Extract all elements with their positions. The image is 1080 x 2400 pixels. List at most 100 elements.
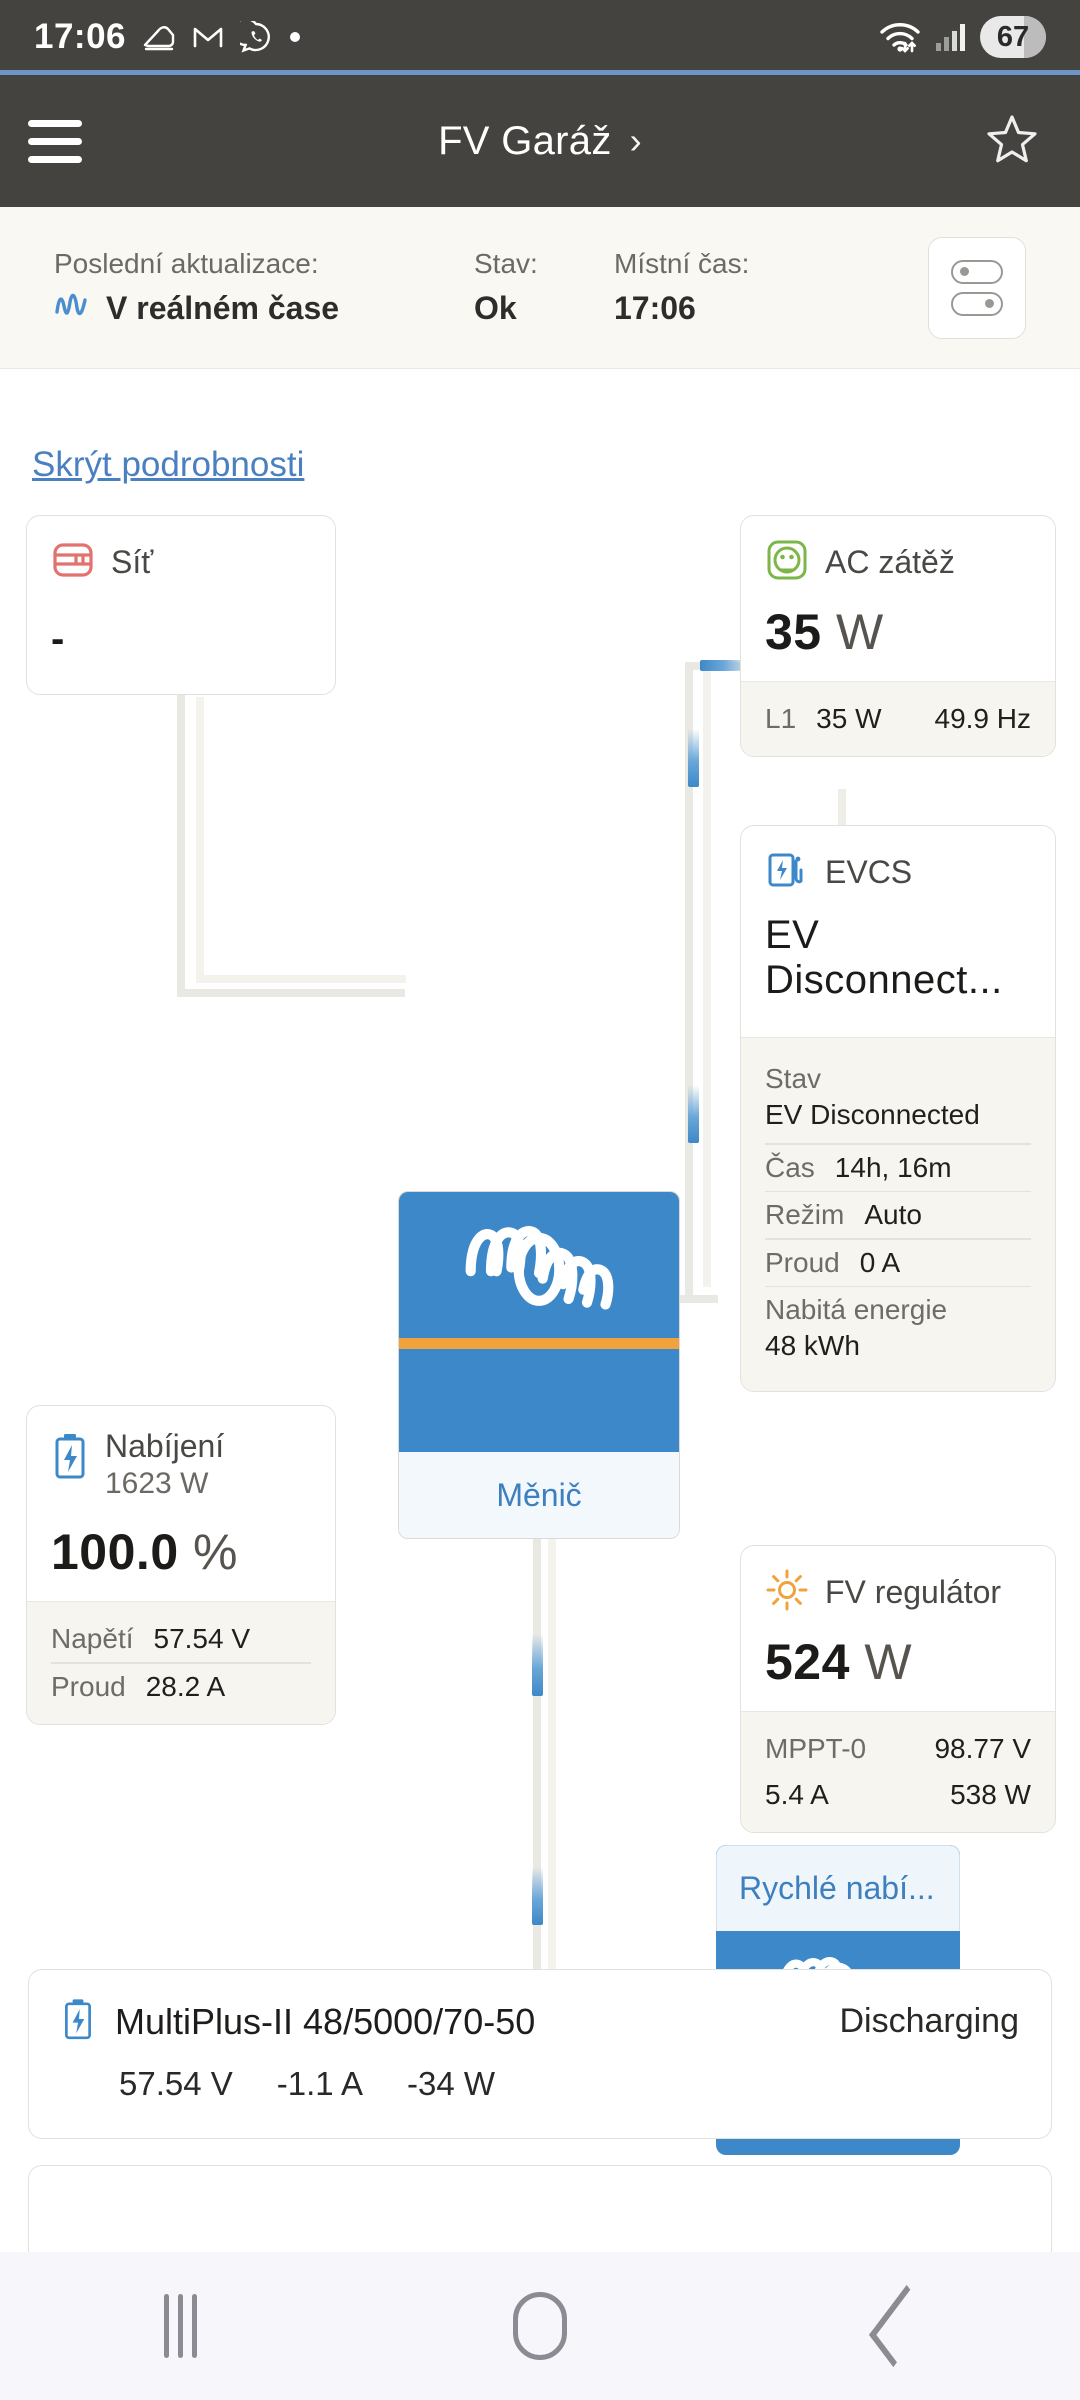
flow-dash-ac-low	[688, 1085, 699, 1143]
card-evcs-title: EVCS	[825, 854, 913, 890]
wifi-icon	[878, 19, 922, 55]
grid-icon	[51, 538, 95, 587]
divider	[51, 1662, 311, 1664]
card-ac-header: AC zátěž	[765, 538, 1031, 587]
evcs-cas-value: 14h, 16m	[834, 1151, 952, 1183]
main-content: Skrýt podrobnosti	[0, 369, 1080, 2285]
card-battery-value: 100.0	[51, 1524, 179, 1580]
device-name: MultiPlus-II 48/5000/70-50	[115, 2000, 536, 2042]
device-power: -34 W	[407, 2065, 496, 2102]
shoe-icon	[142, 22, 176, 52]
card-ac-unit: W	[836, 604, 884, 660]
victron-logo-icon	[465, 1226, 614, 1310]
battery-status-badge: 67	[980, 16, 1046, 58]
battery-voltage-value: 57.54 V	[153, 1623, 251, 1654]
wire-grid-down	[177, 695, 185, 997]
evcs-cas-label: Čas	[765, 1151, 815, 1183]
card-grid-value: -	[51, 617, 65, 661]
card-pv-unit: W	[864, 1634, 913, 1690]
device-current: -1.1 A	[276, 2065, 363, 2102]
card-grid[interactable]: Síť -	[26, 515, 336, 695]
status-clock: 17:06	[34, 17, 127, 56]
status-bar-right: 67	[878, 16, 1046, 58]
card-grid-body: Síť -	[27, 516, 335, 682]
switches-icon[interactable]	[928, 236, 1026, 339]
card-grid-header: Síť	[51, 538, 311, 587]
card-battery-subtitle: 1623 W	[105, 1467, 209, 1500]
wire-evcs-stub	[838, 789, 846, 829]
device-voltage: 57.54 V	[119, 2065, 233, 2102]
card-battery-unit: %	[193, 1524, 238, 1580]
cellular-signal-icon	[934, 21, 968, 53]
info-columns: Poslední aktualizace: V reálném čase Sta…	[54, 248, 814, 328]
energy-flow-diagram: Síť -	[0, 369, 1080, 2155]
card-ac-title: AC zátěž	[825, 544, 955, 580]
battery-percent: 67	[996, 20, 1030, 53]
state-value: Ok	[474, 289, 517, 326]
card-ac-load[interactable]: AC zátěž 35 W L1 35 W 49.9 Hz	[740, 515, 1056, 757]
evcs-rezim-label: Režim	[765, 1199, 845, 1230]
last-update-value-row: V reálném čase	[54, 290, 474, 328]
last-update-value: V reálném čase	[106, 290, 340, 326]
card-evcs-header: EVCS	[765, 848, 1031, 897]
android-status-bar: 17:06	[0, 0, 1080, 74]
device-values: 57.54 V -1.1 A -34 W	[119, 2065, 1019, 2103]
fast-charge-label: Rychlé nabí...	[716, 1845, 960, 1931]
card-battery[interactable]: Nabíjení 1623 W 100.0 % Napětí 57.54 V	[26, 1405, 336, 1725]
dot-icon	[288, 30, 302, 44]
hide-details-link[interactable]: Skrýt podrobnosti	[32, 445, 305, 484]
table-row: Proud 28.2 A	[51, 1664, 311, 1710]
home-icon[interactable]	[480, 2276, 600, 2376]
inverter-graphic	[399, 1192, 679, 1452]
card-ac-value-row: 35 W	[765, 603, 1031, 661]
last-update-column: Poslední aktualizace: V reálném čase	[54, 248, 474, 328]
whatsapp-icon	[240, 21, 272, 53]
flow-dash-dc-lower	[532, 1867, 543, 1925]
back-icon[interactable]	[840, 2276, 960, 2376]
card-evcs[interactable]: EVCS EV Disconnect... Stav EV Disconnect…	[740, 825, 1056, 1392]
chevron-right-icon: ›	[629, 120, 642, 161]
wire-ac-vertical-inner	[703, 669, 711, 1287]
hamburger-icon[interactable]	[28, 119, 120, 163]
card-battery-title: Nabíjení	[105, 1428, 225, 1464]
battery-voltage-label: Napětí	[51, 1623, 134, 1654]
list-item[interactable]: MultiPlus-II 48/5000/70-50 Discharging 5…	[28, 1969, 1052, 2139]
inverter-label: Měnič	[399, 1452, 679, 1538]
page-title-group[interactable]: FV Garáž ›	[0, 119, 1080, 164]
inverter-tile[interactable]: Měnič	[398, 1191, 680, 1539]
flow-dash-ac-top	[700, 660, 752, 671]
ac-phase-freq: 49.9 Hz	[934, 703, 1032, 734]
device-header: MultiPlus-II 48/5000/70-50 Discharging	[61, 1996, 1019, 2047]
status-bar-left: 17:06	[34, 17, 302, 57]
realtime-wave-icon	[54, 290, 94, 328]
status-info-bar: Poslední aktualizace: V reálném čase Sta…	[0, 207, 1080, 369]
card-battery-header: Nabíjení 1623 W	[51, 1428, 311, 1501]
table-row: 5.4 A 538 W	[765, 1772, 1031, 1818]
pv-mppt-label: MPPT-0	[765, 1733, 867, 1764]
battery-charging-icon	[51, 1432, 89, 1485]
card-pv-value-row: 524 W	[765, 1633, 1031, 1691]
card-evcs-body: EVCS EV Disconnect...	[741, 826, 1055, 1037]
wire-ac-vertical	[685, 662, 693, 1302]
state-column: Stav: Ok	[474, 248, 614, 327]
card-battery-titles: Nabíjení 1623 W	[105, 1428, 224, 1501]
page-title: FV Garáž	[438, 118, 612, 163]
accent-divider	[0, 70, 1080, 75]
card-ac-body: AC zátěž 35 W	[741, 516, 1055, 681]
star-icon[interactable]	[986, 114, 1038, 169]
table-row: L1 35 W 49.9 Hz	[765, 696, 1031, 742]
switch-top-icon	[951, 259, 1003, 284]
evcs-energy-label: Nabitá energie	[765, 1294, 948, 1325]
app-bar: FV Garáž ›	[0, 75, 1080, 207]
table-row: Nabitá energie 48 kWh	[765, 1287, 1031, 1369]
state-label: Stav:	[474, 247, 538, 279]
card-evcs-footer: Stav EV Disconnected Čas 14h, 16m Režim …	[741, 1037, 1055, 1391]
wire-ac-bottom	[678, 1295, 718, 1303]
local-time-label: Místní čas:	[614, 247, 750, 279]
card-pv-charger[interactable]: FV regulátor 524 W MPPT-0 98.77 V 5.4 A …	[740, 1545, 1056, 1833]
recent-apps-icon[interactable]	[120, 2276, 240, 2376]
switch-bottom-icon	[951, 291, 1003, 316]
card-pv-footer: MPPT-0 98.77 V 5.4 A 538 W	[741, 1711, 1055, 1832]
android-nav-bar	[0, 2252, 1080, 2400]
